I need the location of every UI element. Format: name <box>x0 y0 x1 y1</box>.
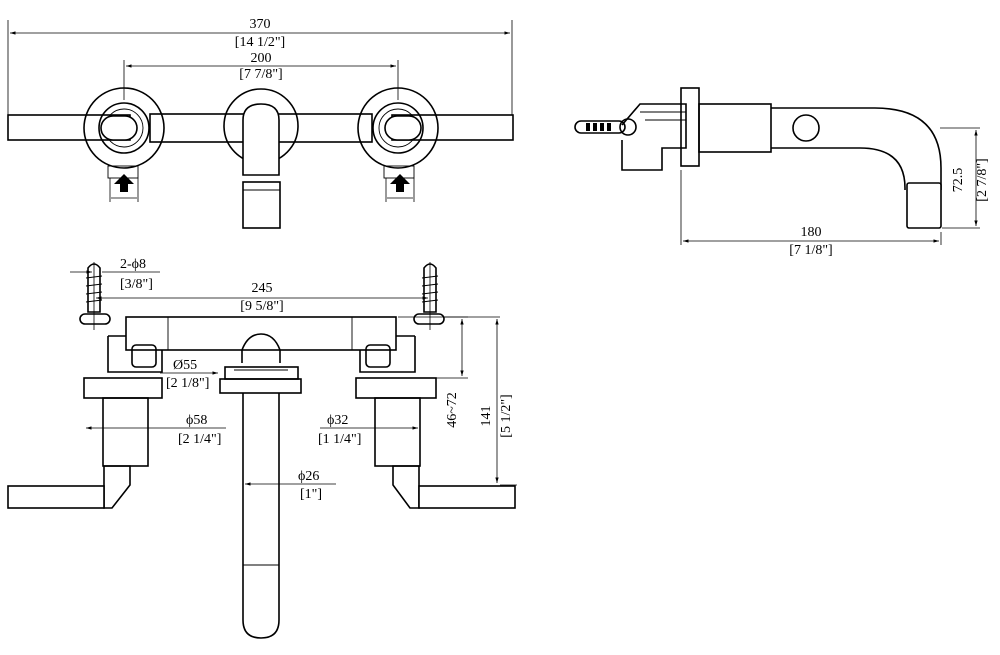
dim-handle-body: ϕ32 [1 1/4"] <box>318 413 418 447</box>
left-escutcheon <box>83 87 165 202</box>
side-view: 72.5 [2 7/8"] 180 [7 1/8"] <box>574 87 990 258</box>
front-view: 370 [14 1/2"] 200 [7 7/8"] <box>7 17 514 229</box>
total-depth-inch-label: [5 1/2"] <box>499 394 514 437</box>
dim-adjust-range: 46~72 <box>398 316 468 428</box>
plan-valve-body <box>107 316 416 373</box>
side-projection-label: 180 <box>801 225 822 240</box>
mount-spacing-inch-label: [9 5/8"] <box>240 299 283 314</box>
spout-flange-label: Ø55 <box>173 358 197 373</box>
plan-view: 2-ϕ8 [3/8"] 245 [9 5/8"] <box>7 257 517 639</box>
mount-holes-label: 2-ϕ8 <box>120 257 146 272</box>
plan-left-handle <box>7 377 163 509</box>
total-depth-label: 141 <box>479 406 494 427</box>
adjust-range-label: 46~72 <box>445 392 460 428</box>
spout-dia-label: ϕ26 <box>298 469 319 484</box>
side-wall-plate <box>680 87 700 167</box>
side-height-inch-label: [2 7/8"] <box>975 158 990 201</box>
side-upper-body <box>698 103 772 153</box>
side-spout <box>771 107 942 229</box>
right-escutcheon <box>357 87 439 202</box>
center-spacing-label: 200 <box>251 51 272 66</box>
plan-spout <box>219 333 302 639</box>
dim-handle-flange: ϕ58 [2 1/4"] <box>86 413 226 447</box>
dim-spout-flange: Ø55 [2 1/8"] <box>160 358 218 391</box>
dim-overall-width: 370 [14 1/2"] <box>7 17 513 115</box>
side-height-label: 72.5 <box>951 168 966 193</box>
handle-flange-label: ϕ58 <box>186 413 207 428</box>
handle-flange-inch-label: [2 1/4"] <box>178 432 221 447</box>
side-projection-inch-label: [7 1/8"] <box>789 243 832 258</box>
handle-body-inch-label: [1 1/4"] <box>318 432 361 447</box>
mount-holes-inch-label: [3/8"] <box>120 277 153 292</box>
center-spacing-inch-label: [7 7/8"] <box>239 67 282 82</box>
left-mount-screw <box>79 262 111 330</box>
dim-spout-dia: ϕ26 [1"] <box>245 469 336 502</box>
spout-dia-inch-label: [1"] <box>300 487 322 502</box>
side-valve-body <box>621 103 687 171</box>
overall-width-label: 370 <box>250 17 271 32</box>
dim-side-height: 72.5 [2 7/8"] <box>940 127 990 229</box>
front-spout <box>223 88 299 229</box>
spout-flange-inch-label: [2 1/8"] <box>166 376 209 391</box>
mount-spacing-label: 245 <box>252 281 273 296</box>
plan-right-handle <box>355 377 516 509</box>
side-inlet <box>574 118 637 136</box>
right-mount-screw <box>413 262 445 330</box>
dim-mount-spacing: 245 [9 5/8"] <box>96 281 428 314</box>
dim-side-projection: 180 [7 1/8"] <box>680 170 942 258</box>
dim-total-depth: 141 [5 1/2"] <box>444 316 517 486</box>
handle-body-label: ϕ32 <box>327 413 348 428</box>
overall-width-inch-label: [14 1/2"] <box>235 35 285 50</box>
dim-mount-holes: 2-ϕ8 [3/8"] <box>70 257 160 292</box>
dim-center-spacing: 200 [7 7/8"] <box>123 51 399 100</box>
